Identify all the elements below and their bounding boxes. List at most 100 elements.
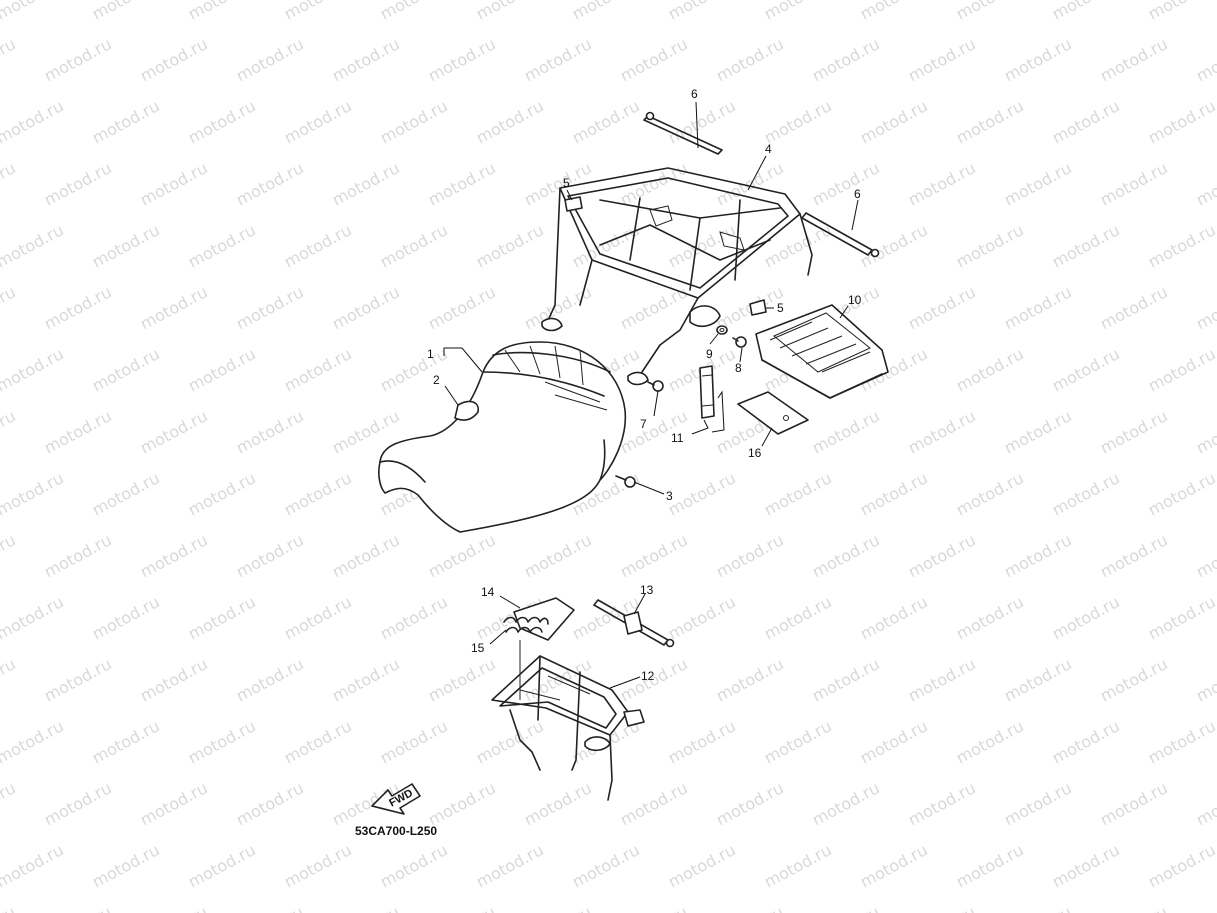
- watermark-text: motod.ru: [425, 902, 499, 913]
- watermark-text: motod.ru: [1049, 468, 1123, 519]
- watermark-text: motod.ru: [0, 158, 19, 209]
- cable-tie-part-right[interactable]: [801, 212, 880, 258]
- watermark-text: motod.ru: [1145, 468, 1217, 519]
- watermark-text: motod.ru: [329, 158, 403, 209]
- watermark-text: motod.ru: [377, 96, 451, 147]
- watermark-text: motod.ru: [953, 716, 1027, 767]
- watermark-text: motod.ru: [185, 468, 259, 519]
- callout-8: 8: [735, 361, 742, 375]
- watermark-text: motod.ru: [185, 0, 259, 24]
- watermark-text: motod.ru: [233, 654, 307, 705]
- watermark-text: motod.ru: [617, 34, 691, 85]
- bolt-part-8[interactable]: [732, 336, 747, 348]
- watermark-text: motod.ru: [905, 406, 979, 457]
- watermark-text: motod.ru: [665, 96, 739, 147]
- watermark-text: motod.ru: [905, 158, 979, 209]
- watermark-text: motod.ru: [473, 840, 547, 891]
- watermark-text: motod.ru: [521, 34, 595, 85]
- watermark-text: motod.ru: [905, 282, 979, 333]
- watermark-text: motod.ru: [0, 530, 19, 581]
- tool-case-part[interactable]: [755, 304, 889, 399]
- springs-part-15[interactable]: [503, 616, 549, 701]
- watermark-text: motod.ru: [713, 34, 787, 85]
- lower-bracket-part[interactable]: [491, 655, 645, 801]
- damper-part-left[interactable]: [564, 196, 583, 212]
- watermark-text: motod.ru: [89, 716, 163, 767]
- watermark-text: motod.ru: [857, 468, 931, 519]
- watermark-text: motod.ru: [1097, 530, 1171, 581]
- watermark-text: motod.ru: [905, 530, 979, 581]
- watermark-text: motod.ru: [41, 530, 115, 581]
- watermark-text: motod.ru: [1145, 840, 1217, 891]
- watermark-text: motod.ru: [617, 778, 691, 829]
- watermark-text: motod.ru: [0, 344, 67, 395]
- washer-part-9[interactable]: [716, 325, 728, 335]
- callout-2: 2: [433, 373, 440, 387]
- watermark-text: motod.ru: [137, 902, 211, 913]
- watermark-text: motod.ru: [41, 282, 115, 333]
- watermark-text: motod.ru: [377, 0, 451, 24]
- plate-part-16[interactable]: [737, 391, 809, 435]
- watermark-text: motod.ru: [41, 654, 115, 705]
- callout-9: 9: [706, 347, 713, 361]
- watermark-text: motod.ru: [713, 530, 787, 581]
- watermark-text: motod.ru: [761, 840, 835, 891]
- watermark-text: motod.ru: [281, 468, 355, 519]
- watermark-text: motod.ru: [233, 34, 307, 85]
- watermark-text: motod.ru: [1097, 158, 1171, 209]
- watermark-text: motod.ru: [521, 902, 595, 913]
- watermark-text: motod.ru: [137, 778, 211, 829]
- watermark-text: motod.ru: [377, 840, 451, 891]
- watermark-text: motod.ru: [1001, 406, 1075, 457]
- watermark-text: motod.ru: [89, 0, 163, 24]
- watermark-text: motod.ru: [329, 34, 403, 85]
- watermark-text: motod.ru: [137, 406, 211, 457]
- watermark-text: motod.ru: [617, 158, 691, 209]
- watermark-text: motod.ru: [1049, 0, 1123, 24]
- watermark-text: motod.ru: [1049, 840, 1123, 891]
- watermark-text: motod.ru: [41, 406, 115, 457]
- watermark-text: motod.ru: [761, 0, 835, 24]
- watermark-text: motod.ru: [281, 220, 355, 271]
- watermark-text: motod.ru: [761, 96, 835, 147]
- callout-1: 1: [427, 347, 434, 361]
- watermark-text: motod.ru: [41, 158, 115, 209]
- callout-5-left: 5: [563, 176, 570, 190]
- watermark-text: motod.ru: [1097, 654, 1171, 705]
- watermark-text: motod.ru: [0, 592, 67, 643]
- watermark-text: motod.ru: [953, 96, 1027, 147]
- seat-part[interactable]: [378, 341, 627, 533]
- watermark-text: motod.ru: [713, 158, 787, 209]
- rear-rack-part[interactable]: [541, 167, 813, 386]
- cable-clip-part-13[interactable]: [593, 599, 675, 648]
- watermark-text: motod.ru: [953, 592, 1027, 643]
- watermark-text: motod.ru: [425, 778, 499, 829]
- watermark-text: motod.ru: [809, 530, 883, 581]
- watermark-text: motod.ru: [713, 654, 787, 705]
- watermark-text: motod.ru: [665, 840, 739, 891]
- damper-part-right[interactable]: [749, 299, 767, 316]
- watermark-text: motod.ru: [809, 902, 883, 913]
- bolt-part-7[interactable]: [647, 380, 664, 392]
- watermark-text: motod.ru: [473, 96, 547, 147]
- bolt-part-3[interactable]: [615, 475, 636, 488]
- watermark-text: motod.ru: [425, 282, 499, 333]
- watermark-text: motod.ru: [281, 716, 355, 767]
- watermark-text: motod.ru: [1097, 406, 1171, 457]
- watermark-text: motod.ru: [425, 654, 499, 705]
- watermark-text: motod.ru: [713, 902, 787, 913]
- watermark-text: motod.ru: [761, 716, 835, 767]
- bracket-part-11[interactable]: [699, 365, 715, 419]
- watermark-text: motod.ru: [185, 716, 259, 767]
- watermark-text: motod.ru: [1193, 902, 1217, 913]
- watermark-text: motod.ru: [281, 592, 355, 643]
- watermark-text: motod.ru: [137, 282, 211, 333]
- watermark-text: motod.ru: [377, 220, 451, 271]
- watermark-text: motod.ru: [281, 840, 355, 891]
- watermark-text: motod.ru: [137, 530, 211, 581]
- watermark-text: motod.ru: [425, 530, 499, 581]
- callout-5-right: 5: [777, 301, 784, 315]
- watermark-text: motod.ru: [665, 468, 739, 519]
- watermark-text: motod.ru: [137, 654, 211, 705]
